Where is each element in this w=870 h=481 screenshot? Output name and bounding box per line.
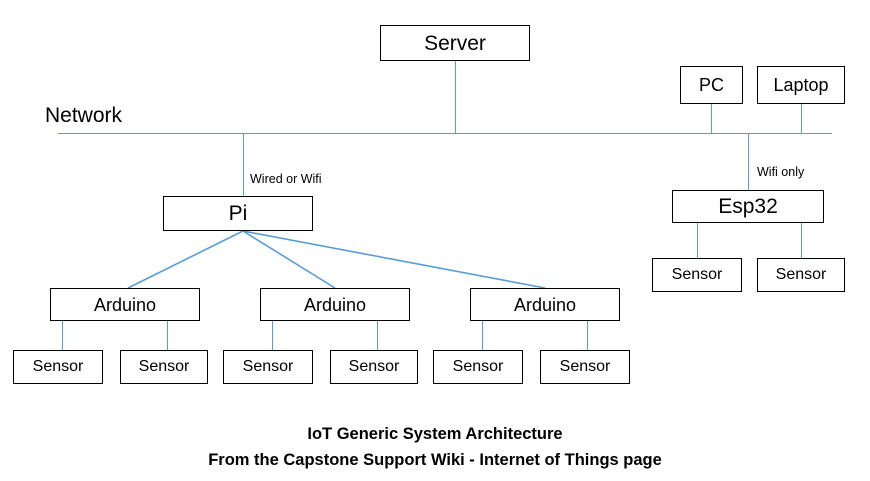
node-pc-label: PC [698, 75, 724, 95]
node-server-label: Server [424, 31, 486, 55]
node-sensor-a2-2-label: Sensor [348, 358, 400, 375]
node-pc[interactable]: PC [680, 66, 743, 104]
node-sensor-esp-1[interactable]: Sensor [652, 258, 742, 292]
edge-esp32-sensor-2 [801, 222, 802, 258]
node-sensor-a1-1[interactable]: Sensor [13, 350, 103, 384]
node-sensor-esp-2-label: Sensor [775, 266, 827, 283]
node-sensor-esp-2[interactable]: Sensor [757, 258, 845, 292]
edge-pc-to-network [711, 104, 712, 133]
node-arduino-1-label: Arduino [93, 294, 157, 315]
node-sensor-a3-1[interactable]: Sensor [433, 350, 523, 384]
node-sensor-a3-2-label: Sensor [559, 358, 611, 375]
node-sensor-a3-2[interactable]: Sensor [540, 350, 630, 384]
edge-laptop-to-network [801, 104, 802, 133]
node-sensor-a1-2-label: Sensor [138, 358, 190, 375]
node-server[interactable]: Server [380, 25, 530, 61]
edge-pi-arduino-2 [242, 230, 336, 289]
node-pi-label: Pi [228, 202, 248, 225]
node-sensor-a2-1[interactable]: Sensor [223, 350, 313, 384]
edge-arduino-1-sensor-1 [62, 320, 63, 350]
caption-title: IoT Generic System Architecture [307, 425, 563, 443]
edge-pi-arduino-3 [242, 230, 546, 289]
edge-arduino-2-sensor-1 [272, 320, 273, 350]
node-sensor-a3-1-label: Sensor [452, 358, 504, 375]
node-arduino-2[interactable]: Arduino [260, 288, 410, 321]
caption-subtitle: From the Capstone Support Wiki - Interne… [208, 451, 662, 469]
pi-uplink-label: Wired or Wifi [250, 172, 322, 186]
node-arduino-1[interactable]: Arduino [50, 288, 200, 321]
node-sensor-esp-1-label: Sensor [671, 266, 723, 283]
edge-arduino-1-sensor-2 [167, 320, 168, 350]
node-sensor-a2-2[interactable]: Sensor [330, 350, 418, 384]
esp32-uplink-label: Wifi only [757, 165, 805, 179]
edge-pi-arduino-1 [127, 230, 244, 289]
edge-server-to-network [455, 60, 456, 133]
edge-network-to-esp32 [748, 133, 749, 190]
node-esp32[interactable]: Esp32 [672, 190, 824, 223]
node-sensor-a2-1-label: Sensor [242, 358, 294, 375]
node-laptop-label: Laptop [773, 75, 829, 95]
network-bus-label: Network [45, 104, 123, 127]
node-arduino-2-label: Arduino [303, 294, 367, 315]
node-arduino-3-label: Arduino [513, 294, 577, 315]
node-pi[interactable]: Pi [163, 196, 313, 231]
edge-network-to-pi [243, 133, 244, 196]
node-sensor-a1-1-label: Sensor [32, 358, 84, 375]
edge-arduino-2-sensor-2 [377, 320, 378, 350]
edge-arduino-3-sensor-2 [587, 320, 588, 350]
edge-esp32-sensor-1 [697, 222, 698, 258]
node-sensor-a1-2[interactable]: Sensor [120, 350, 208, 384]
edge-arduino-3-sensor-1 [482, 320, 483, 350]
node-laptop[interactable]: Laptop [757, 66, 845, 104]
node-arduino-3[interactable]: Arduino [470, 288, 620, 321]
node-esp32-label: Esp32 [718, 195, 778, 218]
network-bus-line [58, 133, 832, 134]
